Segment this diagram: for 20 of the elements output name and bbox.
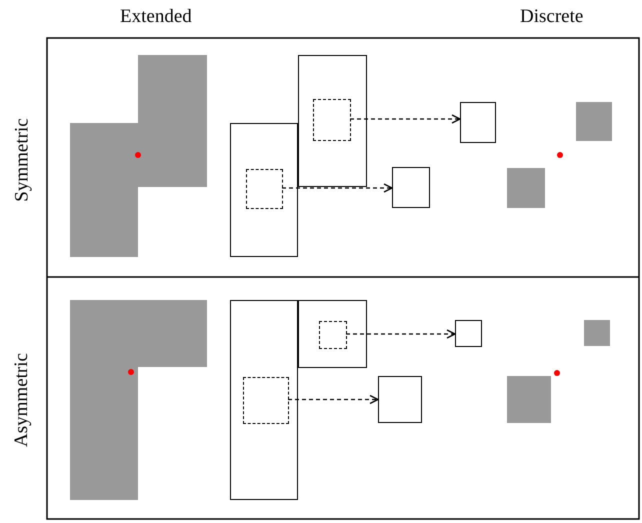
arrow xyxy=(288,394,379,404)
rectangle-box xyxy=(298,300,367,368)
row-heading: Symmetric xyxy=(11,118,34,202)
rectangle-box xyxy=(230,300,298,500)
dashed-rectangle-box xyxy=(319,321,347,349)
rectangle-box xyxy=(298,55,367,187)
rectangle-box xyxy=(392,167,430,208)
dashed-rectangle-box xyxy=(243,377,289,424)
arrow xyxy=(282,183,393,193)
rectangle-box xyxy=(230,123,298,257)
dashed-rectangle-box xyxy=(313,99,351,141)
arrow xyxy=(346,329,456,339)
rectangle-box xyxy=(378,376,422,423)
row-heading: Asymmetric xyxy=(10,353,33,447)
column-heading: Discrete xyxy=(520,6,584,28)
dashed-rectangle-box xyxy=(246,169,283,209)
arrow xyxy=(350,114,461,124)
column-heading: Extended xyxy=(120,6,192,28)
rectangle-box xyxy=(455,320,482,347)
rectangle-box xyxy=(460,102,496,143)
